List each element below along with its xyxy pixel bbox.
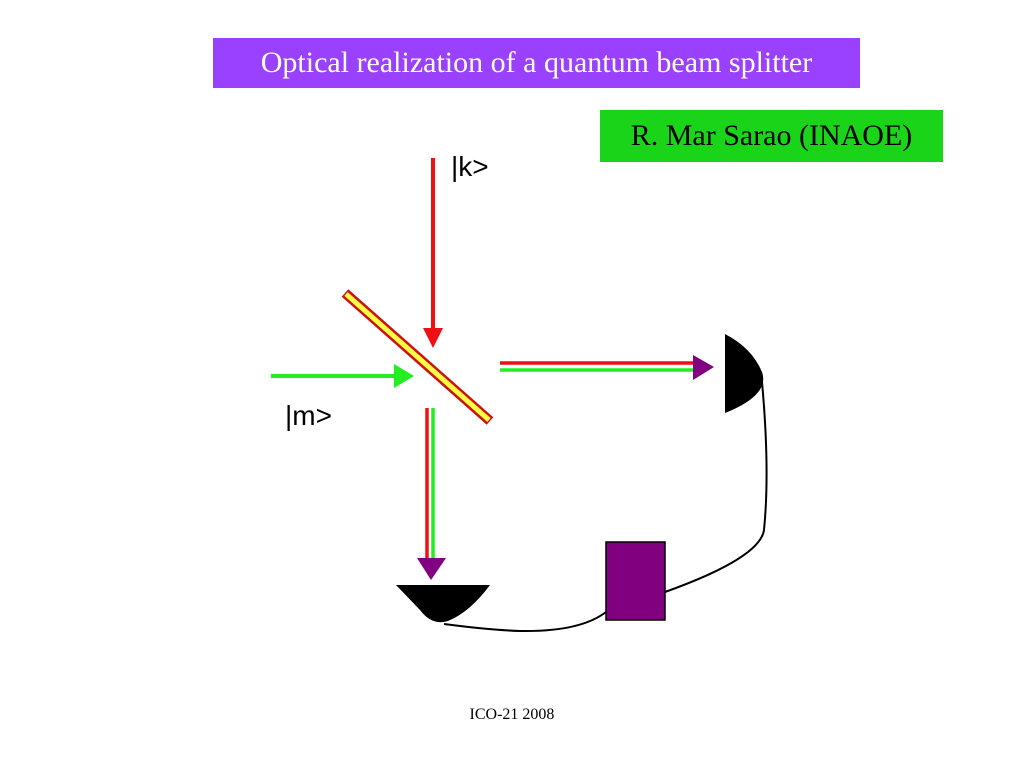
detector-bottom [396, 585, 490, 623]
slide-footer: ICO-21 2008 [469, 706, 555, 723]
beam-splitter [341, 289, 494, 425]
output-down-arrowhead [417, 558, 446, 580]
slide-title: Optical realization of a quantum beam sp… [213, 38, 860, 88]
input-m-label: |m> [285, 400, 332, 431]
input-beam-k [423, 158, 443, 348]
output-right-arrowhead [693, 355, 714, 380]
input-beam-m-arrowhead [394, 364, 414, 388]
output-beam-down [417, 408, 446, 580]
output-beam-right [500, 355, 714, 380]
cable-right-to-box [664, 381, 768, 593]
input-beam-k-arrowhead [423, 328, 443, 348]
processor-box [605, 541, 666, 621]
input-beam-m [271, 364, 414, 388]
input-k-label: |k> [451, 151, 489, 182]
cable-bottom-to-box [443, 611, 607, 633]
detector-right [725, 334, 764, 413]
author-credit: R. Mar Sarao (INAOE) [600, 110, 943, 162]
